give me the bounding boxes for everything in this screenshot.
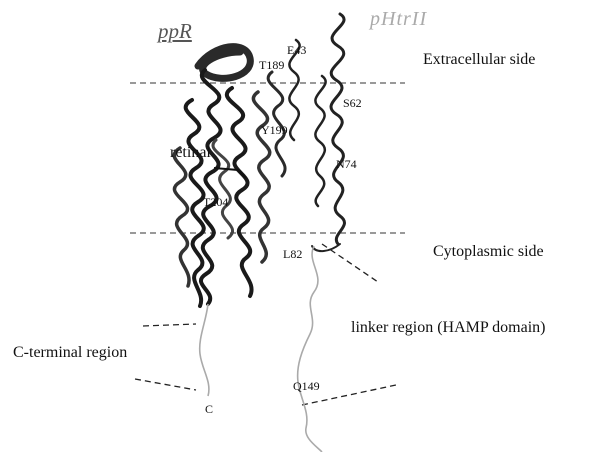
residue-s62-label: S62 xyxy=(343,97,362,109)
c-terminus-label: C xyxy=(205,403,213,415)
residue-l82-label: L82 xyxy=(283,248,302,260)
extracellular-side-label: Extracellular side xyxy=(423,52,535,68)
ppr-title: ppR xyxy=(158,21,192,42)
residue-t204-label: T204 xyxy=(203,196,228,208)
c-terminal-pointer-lower xyxy=(135,379,196,390)
phtrii-title: pHtrII xyxy=(370,9,427,29)
residue-t189-label: T189 xyxy=(259,59,284,71)
cytoplasmic-side-label: Cytoplasmic side xyxy=(433,244,544,260)
linker-region-label: linker region (HAMP domain) xyxy=(351,320,545,336)
ppr-helix-bundle xyxy=(174,47,285,306)
c-terminal-pointer-upper xyxy=(143,324,196,326)
ppr-c-terminal-tail xyxy=(200,304,209,396)
residue-y199-label: Y199 xyxy=(261,124,288,136)
phtrii-linker-tail xyxy=(298,246,322,452)
retinal-label: retinal xyxy=(170,145,211,161)
c-terminal-region-label: C-terminal region xyxy=(13,345,127,361)
residue-q149-label: Q149 xyxy=(293,380,320,392)
residue-e43-label: E43 xyxy=(287,44,306,56)
residue-n74-label: N74 xyxy=(336,158,357,170)
